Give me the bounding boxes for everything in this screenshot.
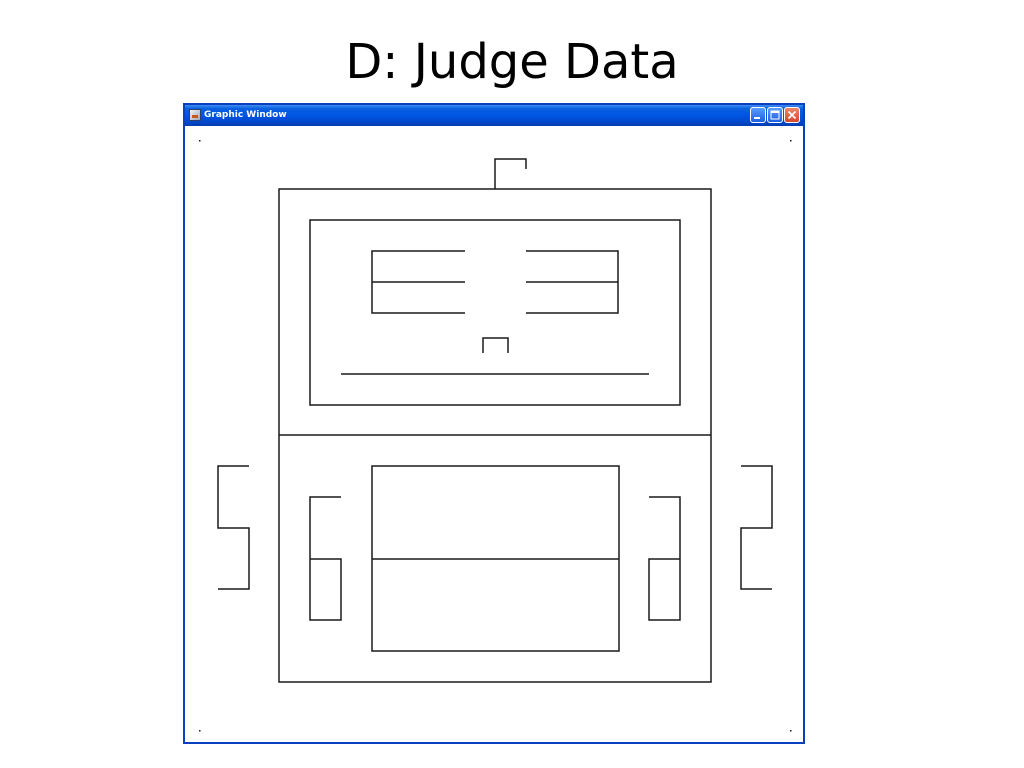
minimize-icon [754, 117, 760, 119]
corner-dots [199, 140, 792, 732]
torso-panel [371, 465, 620, 652]
maximize-icon [770, 110, 780, 120]
left-eye [371, 250, 465, 314]
right-eye [526, 250, 619, 314]
face-panel [309, 219, 681, 406]
right-arm [648, 496, 681, 621]
minimize-button[interactable] [750, 107, 766, 123]
antenna [494, 158, 527, 189]
graphic-canvas[interactable] [185, 126, 803, 742]
nose [482, 337, 509, 353]
close-button[interactable] [784, 107, 800, 123]
close-icon [787, 110, 797, 120]
left-arm [309, 496, 342, 621]
maximize-button[interactable] [767, 107, 783, 123]
left-side-bracket [217, 465, 250, 590]
graphic-window: Graphic Window [183, 103, 805, 744]
robot-drawing [199, 140, 792, 732]
window-title: Graphic Window [204, 110, 287, 120]
java-cup-icon[interactable] [189, 109, 201, 121]
window-titlebar[interactable]: Graphic Window [185, 105, 803, 126]
slide-title: D: Judge Data [345, 34, 679, 90]
right-side-bracket [740, 465, 773, 590]
